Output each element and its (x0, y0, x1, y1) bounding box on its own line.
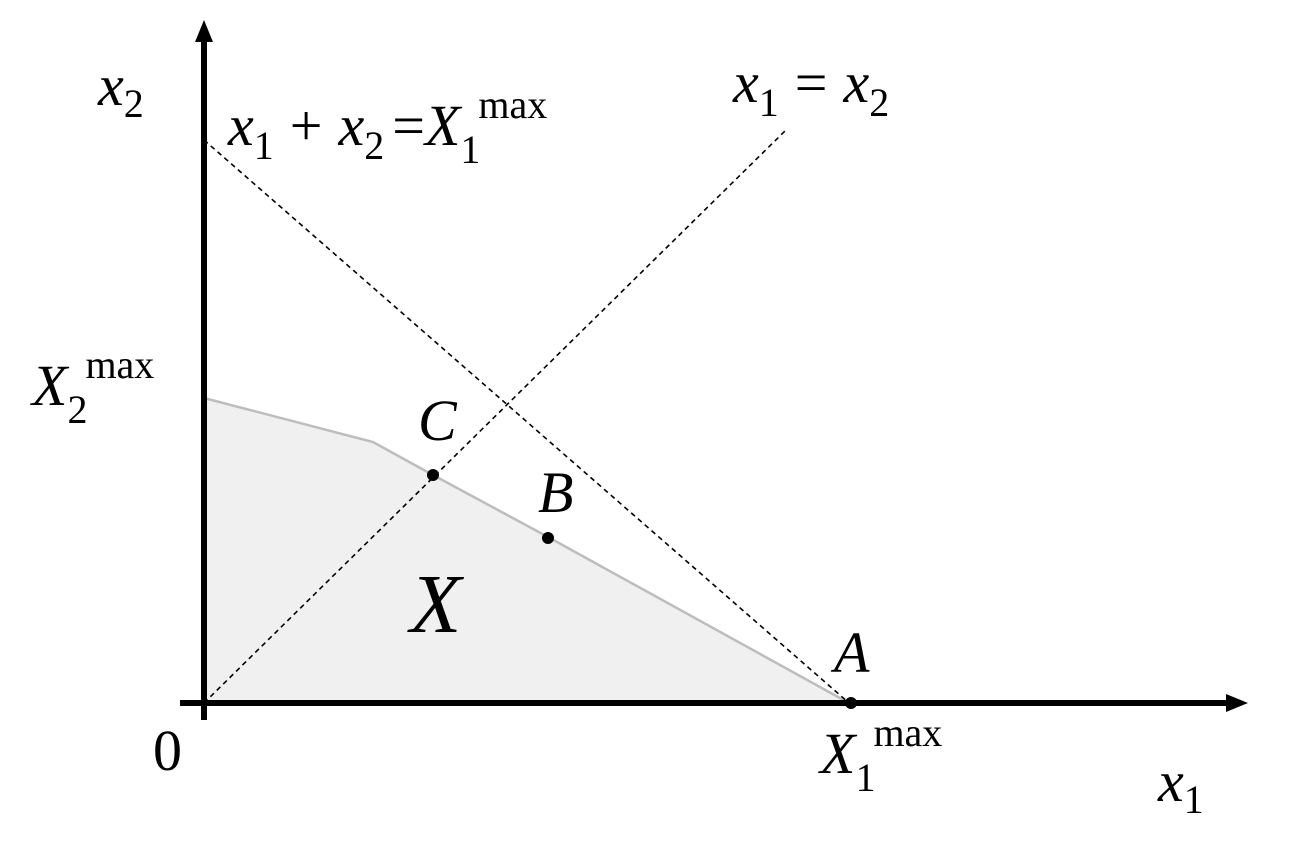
y-axis-label: x2 (97, 53, 144, 126)
x1-axis-arrowhead (1226, 694, 1248, 712)
point-b-label: B (538, 460, 573, 525)
point-b-marker (542, 532, 554, 544)
origin-label: 0 (153, 718, 182, 783)
x1-max-label: X1max (818, 710, 942, 800)
point-c-marker (427, 469, 439, 481)
x2-axis-arrowhead (195, 20, 213, 42)
region-label: X (407, 558, 465, 651)
point-c-label: C (418, 388, 458, 453)
diagonal-equation: x1=x2 (732, 50, 889, 125)
feasible-region (204, 398, 849, 703)
point-a-label: A (830, 620, 870, 685)
diagonal-line (203, 129, 787, 704)
x2-max-label: X2max (30, 342, 154, 432)
sum-line-equation: x1+x2=X1max (227, 82, 547, 172)
x-axis-label: x1 (1157, 749, 1204, 822)
point-a-marker (845, 697, 857, 709)
sum-constraint-line (203, 139, 850, 704)
